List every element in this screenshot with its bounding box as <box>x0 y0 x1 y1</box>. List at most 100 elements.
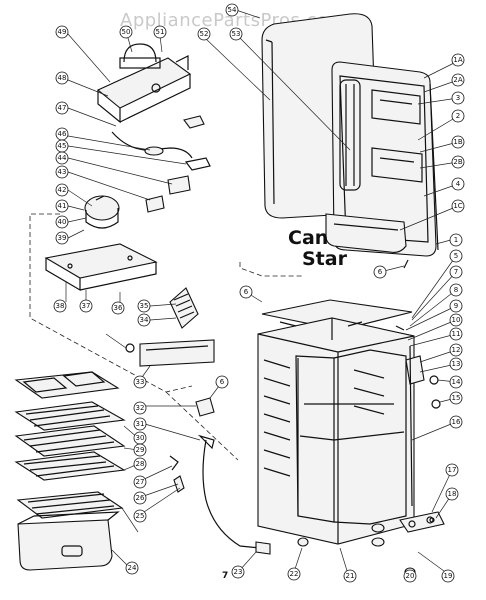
callout-number: 9 <box>454 302 458 310</box>
callout-circle <box>133 491 147 505</box>
callout-circle <box>111 301 125 315</box>
callout-number: 24 <box>128 564 137 572</box>
callout-number: 51 <box>156 28 165 36</box>
callout-number: 13 <box>452 360 461 368</box>
callout-45: 45 <box>55 139 69 153</box>
callout-number: 6 <box>378 268 383 276</box>
screw-6 <box>403 259 409 269</box>
callout-number: 34 <box>140 316 149 324</box>
condenser-grid <box>169 287 199 329</box>
callout-circle <box>449 249 463 263</box>
callout-20: 20 <box>403 569 417 583</box>
callout-51: 51 <box>153 25 167 39</box>
callout-49: 49 <box>55 25 69 39</box>
callout-24: 24 <box>125 561 139 575</box>
callout-labels: 54 49 50 51 52 53 48 47 46 45 44 43 42 4… <box>53 3 465 583</box>
callout-circle <box>451 199 465 213</box>
callout-31: 31 <box>133 417 147 431</box>
door-panel <box>261 13 439 257</box>
callout-11: 11 <box>449 327 463 341</box>
callout-circle <box>229 27 243 41</box>
top-screws <box>279 321 405 331</box>
callout-circle <box>133 443 147 457</box>
callout-circle <box>55 151 69 165</box>
callout-5: 5 <box>449 249 463 263</box>
washer <box>429 517 435 523</box>
callout-number: 50 <box>122 28 131 36</box>
callout-circle <box>231 565 245 579</box>
callout-39: 39 <box>55 231 69 245</box>
foot-b <box>371 537 385 547</box>
callout-circle <box>449 283 463 297</box>
hinge-screw <box>169 455 179 471</box>
cabinet <box>257 299 425 545</box>
callout-15: 15 <box>449 391 463 405</box>
callout-43: 43 <box>55 165 69 179</box>
callout-10: 10 <box>449 313 463 327</box>
callout-number: 47 <box>58 104 67 112</box>
callout-number: 41 <box>58 202 67 210</box>
callout-30: 30 <box>133 431 147 445</box>
callout-13: 13 <box>449 357 463 371</box>
callout-number: 37 <box>82 302 91 310</box>
callout-34: 34 <box>137 313 151 327</box>
callout-25: 25 <box>133 509 147 523</box>
callout-9: 9 <box>449 299 463 313</box>
callout-3: 3 <box>451 91 465 105</box>
callout-14: 14 <box>449 375 463 389</box>
callout-number: 25 <box>136 512 145 520</box>
logo-line1: Can <box>288 227 328 249</box>
power-plug <box>255 541 271 555</box>
callout-circle <box>197 27 211 41</box>
callout-number: 14 <box>452 378 461 386</box>
drier-filter <box>144 146 164 156</box>
power-cord <box>202 439 261 549</box>
callout-6-mid: 6 <box>215 375 229 389</box>
callout-4: 4 <box>451 177 465 191</box>
shelf-3 <box>14 451 126 481</box>
callout-46: 46 <box>55 127 69 141</box>
mounting-bracket <box>96 43 205 129</box>
callout-number: 2B <box>453 158 462 166</box>
callout-2A: 2A <box>451 73 465 87</box>
callout-number: 26 <box>136 494 145 502</box>
foot-a <box>371 523 385 533</box>
callout-circle <box>343 569 357 583</box>
callout-number: 53 <box>232 30 241 38</box>
callout-number: 49 <box>58 28 67 36</box>
callout-number: 29 <box>136 446 145 454</box>
compressor-group-outline <box>29 213 239 461</box>
callout-circle <box>133 475 147 489</box>
callout-circle <box>449 375 463 389</box>
tube-clip <box>184 157 211 171</box>
callout-number: 40 <box>58 218 67 226</box>
callout-44: 44 <box>55 151 69 165</box>
callout-number: 45 <box>58 142 67 150</box>
drip-tray <box>125 339 215 367</box>
thermostat-bracket <box>195 397 215 417</box>
shelf-2 <box>14 425 126 457</box>
callout-17: 17 <box>445 463 459 477</box>
callout-circle <box>133 375 147 389</box>
callout-circle <box>55 165 69 179</box>
callout-33: 33 <box>133 375 147 389</box>
callout-26: 26 <box>133 491 147 505</box>
callout-number: 32 <box>136 404 145 412</box>
callout-27: 27 <box>133 475 147 489</box>
callout-number: 19 <box>444 572 453 580</box>
callout-32: 32 <box>133 401 147 415</box>
page-number: 7 <box>222 571 228 581</box>
callout-circle <box>449 415 463 429</box>
callout-number: 6 <box>244 288 249 296</box>
brand-logo: Can Star <box>288 227 348 270</box>
callout-number: 8 <box>454 286 458 294</box>
callout-2: 2 <box>451 109 465 123</box>
callout-number: 44 <box>58 154 67 162</box>
callout-number: 42 <box>58 186 67 194</box>
callout-circle <box>53 299 67 313</box>
callout-number: 1A <box>453 56 462 64</box>
callout-number: 35 <box>140 302 149 310</box>
callout-circle <box>55 199 69 213</box>
callout-number: 31 <box>136 420 145 428</box>
